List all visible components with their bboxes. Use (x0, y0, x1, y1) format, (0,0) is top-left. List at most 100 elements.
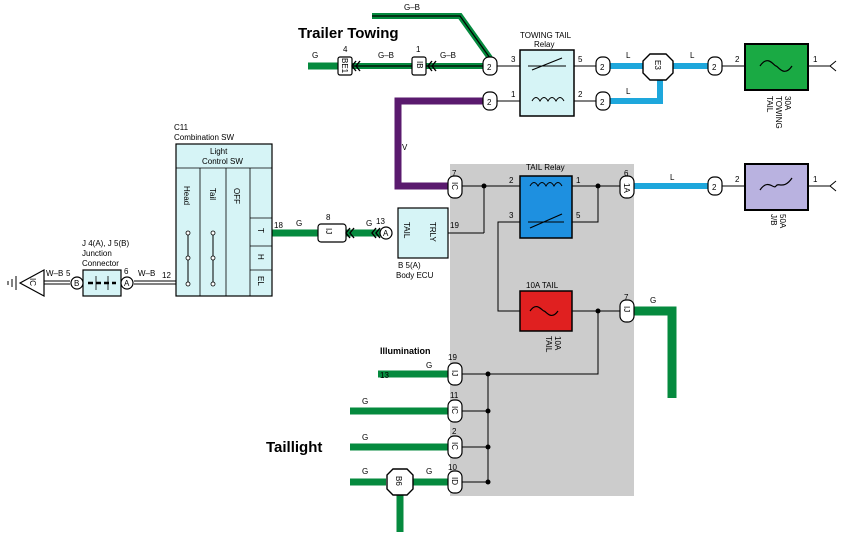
svg-text:10: 10 (448, 463, 457, 472)
tail-relay-label: TAIL Relay (526, 163, 565, 172)
ground-ic: IC (7, 268, 45, 298)
conn-b6: B6 (394, 476, 403, 486)
arrow-icons (829, 60, 837, 192)
wire-label-l-2: L (690, 51, 695, 60)
svg-text:3: 3 (509, 211, 514, 220)
conn-ij-sw: IJ (324, 228, 333, 234)
combination-switch: Light Control SW Head Tail OFF T H EL C1… (174, 123, 273, 297)
wire-label-gb-1: G–B (404, 3, 420, 12)
svg-text:2: 2 (735, 55, 740, 64)
svg-text:1: 1 (813, 175, 818, 184)
svg-text:19: 19 (448, 353, 457, 362)
junction-dots (481, 183, 601, 485)
svg-text:13: 13 (380, 371, 389, 380)
svg-text:7: 7 (624, 293, 629, 302)
wire-label-g-4: G (650, 296, 656, 305)
svg-text:8: 8 (326, 213, 331, 222)
wire-label-wb-1: W–B (46, 269, 63, 278)
wire-label-g-5: G (426, 361, 432, 370)
sw-row-h: H (256, 254, 265, 260)
tail-relay: TAIL Relay (519, 163, 573, 239)
conn-1a: 1A (622, 183, 631, 193)
junction-connector: J 4(A), J 5(B) Junction Connector (82, 239, 129, 297)
svg-text:2: 2 (509, 176, 514, 185)
octagon-connectors (386, 53, 674, 496)
sw-row-t: T (256, 228, 265, 233)
sw-col-off: OFF (232, 188, 241, 204)
sw-row-el: EL (256, 276, 265, 286)
svg-text:2: 2 (578, 90, 583, 99)
fuse-labels-rotated: 30A TOWING TAIL 50A J/B 10A TAIL (544, 96, 792, 353)
svg-text:2: 2 (600, 63, 605, 72)
wire-label-g-8: G (362, 467, 368, 476)
svg-text:5: 5 (578, 55, 583, 64)
ecu-code: B 5(A) (398, 261, 421, 270)
svg-text:1: 1 (813, 55, 818, 64)
wire-label-g-6: G (362, 397, 368, 406)
svg-text:1: 1 (576, 176, 581, 185)
terminal-circles (70, 226, 393, 290)
fuse-jb-name: J/B (769, 214, 778, 226)
svg-text:2: 2 (487, 63, 492, 72)
svg-text:1: 1 (511, 90, 516, 99)
heading-trailer-towing: Trailer Towing (298, 25, 399, 42)
towing-relay-label-1: TOWING TAIL (520, 31, 572, 40)
wire-v-purple (394, 97, 483, 190)
wire-label-gb-3: G–B (440, 51, 456, 60)
wire-l-loop (610, 80, 663, 104)
sw-name: Combination SW (174, 133, 234, 142)
svg-text:6: 6 (124, 267, 129, 276)
sw-col-head: Head (182, 186, 191, 205)
fuse-tail-name: TAIL (544, 336, 553, 353)
wire-label-g-1: G (312, 51, 318, 60)
svg-text:6: 6 (624, 169, 629, 178)
svg-text:7: 7 (452, 169, 457, 178)
junction-name-1: Junction (82, 249, 112, 258)
fuse-towing-amps: 30A (783, 96, 792, 111)
wire-labels: G–B G–B G–B G L L L L V G G G G G G G G … (46, 3, 695, 476)
svg-text:1: 1 (416, 45, 421, 54)
wire-label-g-7: G (362, 433, 368, 442)
conn-ic-2: IC (450, 442, 459, 450)
fuse-50a-jb (744, 163, 809, 211)
sw-col-tail: Tail (208, 188, 217, 200)
conn-be1: BE1 (340, 58, 349, 74)
connector-arrows (345, 60, 437, 239)
conn-ic-relay: IC (450, 182, 459, 190)
connector-pills (317, 56, 723, 494)
green-wires (272, 13, 677, 532)
svg-text:2: 2 (735, 175, 740, 184)
ground-ic-label: IC (28, 278, 37, 286)
fuse-towing-name: TOWING (774, 96, 783, 129)
fuse-10a-tail: 10A TAIL (519, 281, 573, 332)
fuse-jb-amps: 50A (778, 214, 787, 229)
wire-label-l-1: L (626, 51, 631, 60)
svg-text:4: 4 (343, 45, 348, 54)
svg-text:2: 2 (712, 63, 717, 72)
towing-tail-relay: TOWING TAIL Relay (519, 31, 575, 117)
conn-ij-tail: IJ (622, 306, 631, 312)
svg-text:B: B (74, 279, 79, 288)
junction-name-2: Connector (82, 259, 119, 268)
conn-id: ID (450, 477, 459, 485)
svg-text:2: 2 (712, 183, 717, 192)
fuse-30a-towing (744, 43, 809, 91)
heading-taillight: Taillight (266, 439, 322, 456)
svg-text:5: 5 (576, 211, 581, 220)
wire-label-l-3: L (626, 87, 631, 96)
wire-label-g-3: G (366, 219, 372, 228)
wire-label-g-9: G (426, 467, 432, 476)
conn-ic-1: IC (450, 406, 459, 414)
wire-label-g-2: G (296, 219, 302, 228)
connector-labels: BE1 IB E3 IC 1A IJ IJ IC IC ID IJ B6 (324, 58, 662, 486)
svg-text:2: 2 (452, 427, 457, 436)
fuse-tail-amps: 10A (553, 336, 562, 351)
conn-e3: E3 (653, 60, 662, 70)
svg-text:5: 5 (66, 269, 71, 278)
wire-label-wb-2: W–B (138, 269, 155, 278)
ecu-pin-trly: TRLY (428, 222, 437, 243)
junction-code: J 4(A), J 5(B) (82, 239, 129, 248)
sw-code: C11 (174, 123, 189, 132)
